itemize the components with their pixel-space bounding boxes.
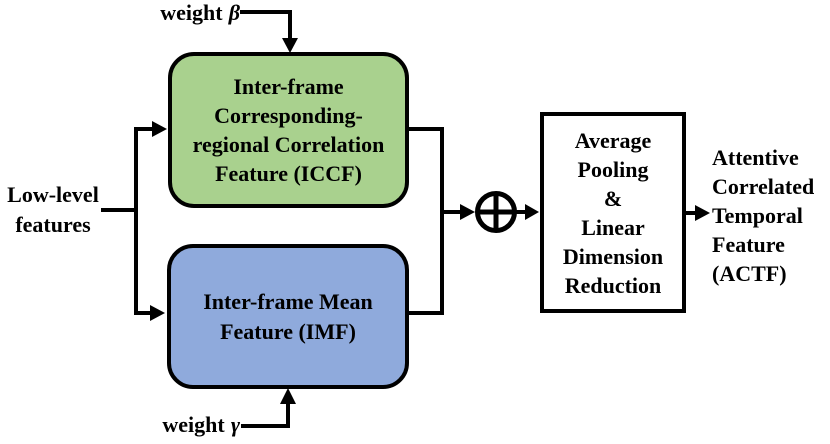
arrowhead-right-icon [695, 205, 710, 221]
output-line1: Attentive [712, 145, 799, 170]
input-features-line1: Low-level [7, 182, 99, 207]
merge-connector [407, 127, 475, 315]
imf-line1: Inter-frame Mean [203, 288, 373, 314]
pooling-line1: Average [574, 127, 652, 153]
weight-gamma-word: weight [162, 412, 225, 437]
iccf-line2: Corresponding- [214, 103, 363, 128]
iccf-line3: regional Correlation [192, 132, 385, 157]
input-features-line2: features [15, 212, 91, 237]
arrowhead-right-icon [152, 121, 167, 137]
arrowhead-right-icon [525, 204, 539, 220]
beta-connector [240, 10, 298, 53]
pooling-line3: & [603, 185, 623, 211]
weight-beta-word: weight [160, 0, 223, 25]
gamma-connector [241, 388, 296, 428]
output-line5: (ACTF) [712, 261, 787, 286]
iccf-node: Inter-frame Corresponding- regional Corr… [168, 52, 409, 208]
sum-to-pooling-arrow [514, 204, 539, 220]
output-line4: Feature [712, 232, 785, 257]
iccf-line1: Inter-frame [233, 74, 344, 99]
pooling-line4: Linear [581, 214, 645, 240]
input-split-connector [101, 121, 167, 321]
circled-plus-icon [475, 191, 517, 233]
arrowhead-up-icon [280, 388, 296, 404]
iccf-line4: Feature (ICCF) [215, 161, 362, 186]
arrowhead-down-icon [282, 38, 298, 53]
output-line2: Correlated [712, 174, 815, 199]
pooling-line2: Pooling [577, 156, 649, 182]
imf-node: Inter-frame Mean Feature (IMF) [167, 244, 409, 389]
input-features-label: Low-level features [0, 180, 106, 240]
pooling-line5: Dimension [562, 243, 664, 269]
imf-line2: Feature (IMF) [220, 318, 356, 344]
gamma-symbol: γ [230, 412, 240, 437]
output-line3: Temporal [712, 203, 803, 228]
pooling-node: Average Pooling & Linear Dimension Reduc… [540, 112, 686, 313]
output-arrow [685, 205, 710, 221]
arrowhead-right-icon [150, 305, 165, 321]
output-actf-label: Attentive Correlated Temporal Feature (A… [712, 143, 830, 288]
pooling-line6: Reduction [564, 272, 662, 298]
beta-symbol: β [228, 0, 240, 25]
arrowhead-right-icon [460, 204, 475, 220]
